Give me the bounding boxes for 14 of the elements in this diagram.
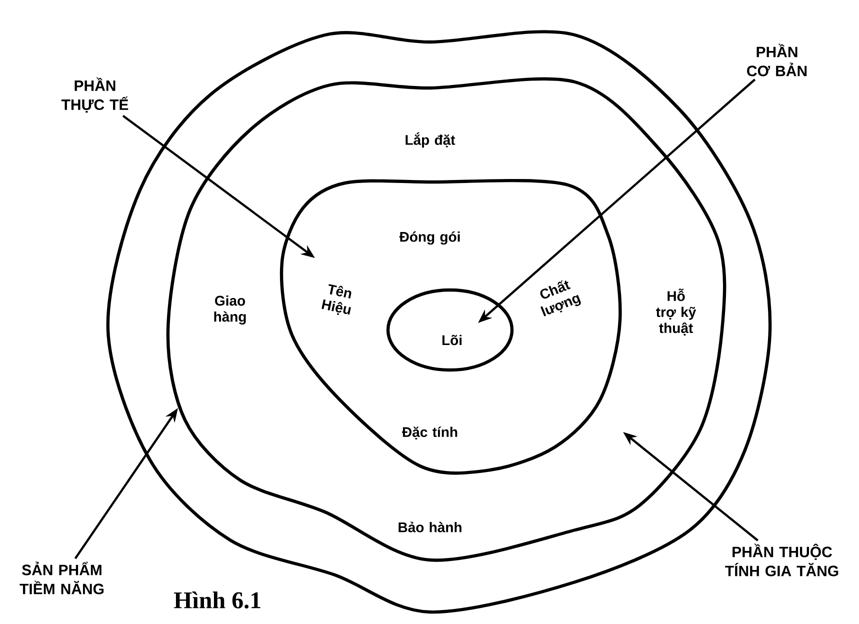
ring-label: Bảo hành	[398, 522, 462, 532]
callout-label: PHẦN THỰC TẾ	[61, 77, 128, 113]
callout-label: PHẦN CƠ BẢN	[747, 44, 807, 76]
callout-label: PHẦN THUỘC TÍNH GIA TĂNG	[725, 544, 838, 576]
ring-label: Lõi	[442, 334, 462, 346]
ring-label: Đặc tính	[402, 426, 458, 440]
ring-label: Chất lượng	[540, 280, 581, 316]
ring-label: Tên Hiệu	[322, 284, 352, 315]
ring-label: Hỗ trợ kỹ thuật	[656, 288, 696, 336]
ring-label: Lắp đặt	[406, 132, 456, 148]
ring-label: Giao hàng	[214, 295, 246, 325]
callout-label: SẢN PHẨM TIỀM NĂNG	[20, 562, 104, 594]
ring-label: Đóng gói	[399, 231, 460, 245]
figure-caption: Hình 6.1	[174, 592, 260, 609]
